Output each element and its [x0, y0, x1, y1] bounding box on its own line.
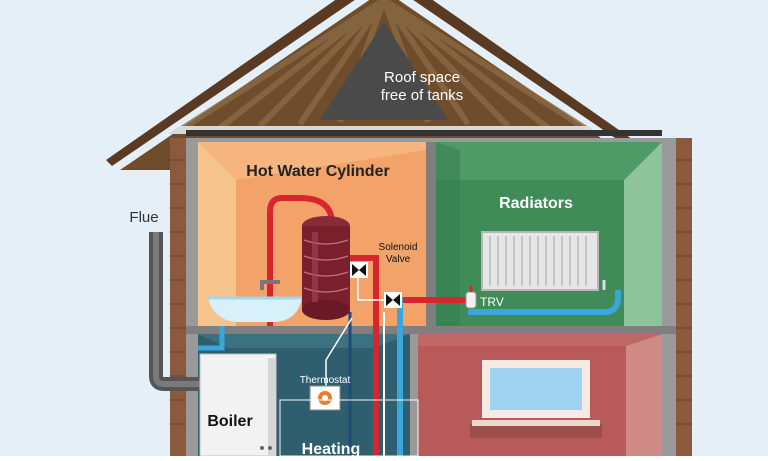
- hot-water-cylinder: [302, 216, 350, 320]
- floor-divider: [186, 326, 676, 334]
- thermostat: [279, 385, 419, 457]
- hot-water-cylinder-label: Hot Water Cylinder: [246, 163, 389, 180]
- valve-icon: [384, 292, 402, 308]
- trv-label: TRV: [480, 295, 504, 309]
- roof-space-label-line1: Roof space: [384, 69, 460, 86]
- solenoid-label-line2: Valve: [386, 254, 411, 265]
- solenoid-label-line1: Solenoid: [379, 242, 418, 253]
- radiator-room: [436, 142, 662, 326]
- radiators-label: Radiators: [499, 195, 573, 212]
- boiler: [199, 353, 277, 457]
- roof-space-label-line2: free of tanks: [381, 87, 464, 104]
- trv-icon: [465, 286, 477, 309]
- living-room: [418, 334, 662, 456]
- roof-space: [320, 22, 448, 120]
- thermostat-label: Thermostat: [300, 375, 351, 386]
- radiator: [481, 231, 606, 291]
- boiler-label: Boiler: [207, 413, 252, 430]
- solenoid-valve-icon: [350, 262, 368, 278]
- labels: Roof space free of tanks Hot Water Cylin…: [129, 69, 573, 458]
- heating-label: Heating: [302, 441, 361, 456]
- bathtub: [208, 280, 302, 322]
- roof: [106, 0, 662, 170]
- flue-pipe: [149, 232, 202, 391]
- flue-label: Flue: [129, 209, 158, 226]
